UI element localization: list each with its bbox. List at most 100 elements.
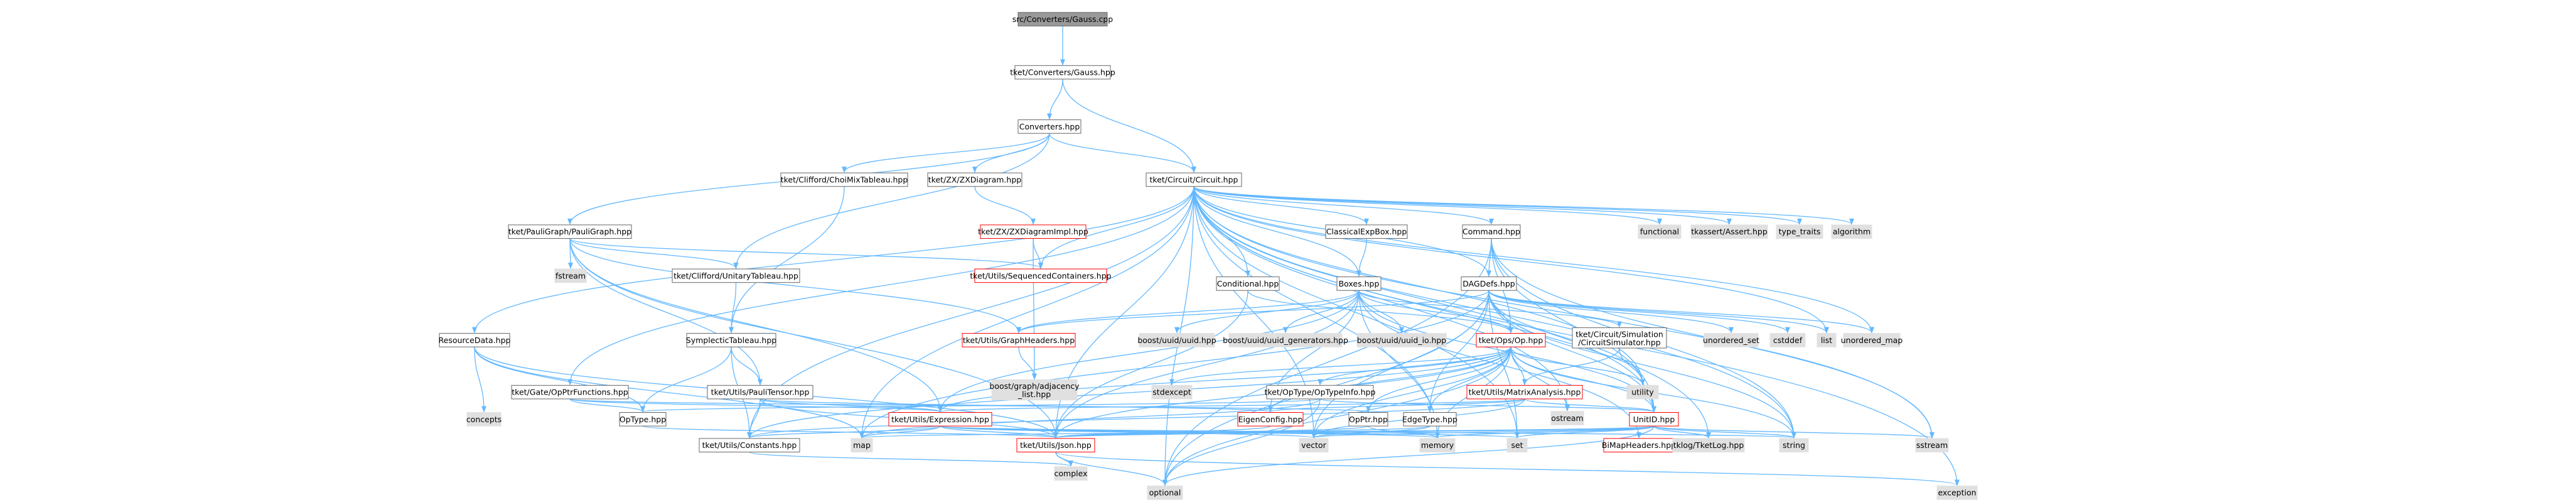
node-optional[interactable]: optional: [1147, 485, 1183, 500]
edge-dagdefs-to-graphheaders: [1016, 290, 1489, 334]
node-box-command: [1462, 224, 1521, 239]
node-edgetype[interactable]: EdgeType.hpp: [1402, 412, 1457, 427]
node-bimap[interactable]: BiMapHeaders.hpp: [1602, 438, 1676, 452]
node-classicalexp[interactable]: ClassicalExpBox.hpp: [1325, 224, 1408, 239]
node-list[interactable]: list: [1817, 333, 1837, 347]
node-uuid_io[interactable]: boost/uuid/uuid_io.hpp: [1356, 333, 1447, 347]
node-cstddef[interactable]: cstddef: [1769, 333, 1806, 347]
node-optype[interactable]: OpType.hpp: [619, 412, 667, 427]
node-choimix[interactable]: tket/Clifford/ChoiMixTableau.hpp: [780, 172, 908, 187]
node-zxdiagram[interactable]: tket/ZX/ZXDiagram.hpp: [927, 172, 1022, 187]
edge-graphheaders-to-adjlist: [1018, 347, 1037, 380]
node-box-memory: [1419, 438, 1456, 452]
node-optypeinfo[interactable]: tket/OpType/OpTypeInfo.hpp: [1265, 385, 1376, 400]
node-label-algorithm: algorithm: [1833, 227, 1870, 236]
node-fstream[interactable]: fstream: [554, 268, 587, 283]
node-constants[interactable]: tket/Utils/Constants.hpp: [699, 438, 800, 452]
edge-dagdefs-to-map: [859, 290, 1489, 439]
node-converters_hpp[interactable]: Converters.hpp: [1017, 119, 1081, 134]
node-unordered_set[interactable]: unordered_set: [1703, 333, 1759, 347]
node-opptrfuncs[interactable]: tket/Gate/OpPtrFunctions.hpp: [511, 385, 629, 400]
node-box-adjlist: [991, 379, 1078, 401]
edge-op_hpp-to-expression: [938, 347, 1511, 413]
node-tketlog[interactable]: tklog/TketLog.hpp: [1672, 438, 1745, 452]
node-tkassert[interactable]: tkassert/Assert.hpp: [1690, 224, 1768, 239]
node-sstream[interactable]: sstream: [1915, 438, 1949, 452]
node-gauss_hpp[interactable]: tket/Converters/Gauss.hpp: [1010, 65, 1115, 80]
node-opptr[interactable]: OpPtr.hpp: [1348, 412, 1388, 427]
node-graphheaders[interactable]: tket/Utils/GraphHeaders.hpp: [962, 333, 1076, 347]
node-complex[interactable]: complex: [1054, 466, 1088, 481]
node-conditional[interactable]: Conditional.hpp: [1216, 276, 1280, 291]
edge-circuit_hpp-to-functional: [1193, 186, 1662, 225]
node-box-sstream: [1915, 438, 1949, 452]
node-box-boxes: [1336, 276, 1382, 291]
node-expression[interactable]: tket/Utils/Expression.hpp: [888, 412, 992, 427]
node-unordered_map[interactable]: unordered_map: [1841, 333, 1903, 347]
node-command[interactable]: Command.hpp: [1462, 224, 1521, 239]
node-memory[interactable]: memory: [1419, 438, 1456, 452]
node-type_traits[interactable]: type_traits: [1776, 224, 1823, 239]
edge-paulitensor-to-expression: [759, 398, 943, 413]
node-box-zxdiagram: [927, 172, 1022, 187]
node-unitid[interactable]: UnitID.hpp: [1629, 412, 1679, 427]
node-label-boxes: Boxes.hpp: [1339, 279, 1380, 288]
node-box-list: [1817, 333, 1837, 347]
node-paulitensor[interactable]: tket/Utils/PauliTensor.hpp: [707, 385, 813, 400]
node-unitarytab[interactable]: tket/Clifford/UnitaryTableau.hpp: [672, 268, 800, 283]
edge-dagdefs-to-utility: [1488, 290, 1645, 386]
node-seqcont[interactable]: tket/Utils/SequencedContainers.hpp: [970, 268, 1112, 283]
node-resourcedata[interactable]: ResourceData.hpp: [439, 333, 511, 347]
node-label-set: set: [1511, 440, 1523, 450]
node-paulgraph[interactable]: tket/PauliGraph/PauliGraph.hpp: [508, 224, 632, 239]
node-label-converters_hpp: Converters.hpp: [1019, 122, 1080, 131]
edge-optypeinfo-to-optype: [641, 398, 1321, 413]
node-label-string: string: [1783, 440, 1805, 450]
edge-matrixanalysis-to-eigenconfig: [1268, 398, 1525, 413]
edge-unitid-to-set: [1515, 425, 1655, 439]
node-exception[interactable]: exception: [1936, 485, 1978, 500]
node-label-stdexcept: stdexcept: [1152, 388, 1191, 397]
edge-circuit_hpp-to-unordered_map: [1193, 186, 1874, 334]
node-uuid[interactable]: boost/uuid/uuid.hpp: [1137, 333, 1216, 347]
node-symplectic[interactable]: SymplecticTableau.hpp: [686, 333, 776, 347]
node-boxes[interactable]: Boxes.hpp: [1336, 276, 1382, 291]
node-matrixanalysis[interactable]: tket/Utils/MatrixAnalysis.hpp: [1466, 385, 1583, 400]
edge-circuit_hpp-to-resourcedata: [472, 186, 1194, 334]
edge-converters_hpp-to-choimix: [842, 133, 1050, 173]
node-box-op_hpp: [1476, 333, 1546, 347]
node-json[interactable]: tket/Utils/Json.hpp: [1016, 438, 1095, 452]
node-op_hpp[interactable]: tket/Ops/Op.hpp: [1476, 333, 1546, 347]
node-set[interactable]: set: [1506, 438, 1528, 452]
node-circuit_hpp[interactable]: tket/Circuit/Circuit.hpp: [1146, 172, 1242, 187]
node-utility[interactable]: utility: [1626, 385, 1659, 400]
node-zximpl[interactable]: tket/ZX/ZXDiagramImpl.hpp: [978, 224, 1088, 239]
node-stdexcept[interactable]: stdexcept: [1151, 385, 1193, 400]
node-algorithm[interactable]: algorithm: [1831, 224, 1872, 239]
node-box-unordered_map: [1843, 333, 1901, 347]
node-circsim[interactable]: tket/Circuit/Simulation/CircuitSimulator…: [1572, 327, 1667, 349]
node-map[interactable]: map: [851, 438, 873, 452]
edge-boxes-to-op_hpp: [1358, 290, 1513, 334]
node-functional[interactable]: functional: [1638, 224, 1682, 239]
node-gauss_cpp[interactable]: src/Converters/Gauss.cpp: [1012, 12, 1114, 26]
edge-unitid-to-vector: [1311, 425, 1655, 439]
node-label-command: Command.hpp: [1462, 227, 1520, 236]
node-box-gauss_cpp: [1017, 12, 1108, 26]
node-string[interactable]: string: [1779, 438, 1809, 452]
node-dagdefs[interactable]: DAGDefs.hpp: [1461, 276, 1517, 291]
node-eigenconfig[interactable]: EigenConfig.hpp: [1237, 412, 1304, 427]
node-concepts[interactable]: concepts: [466, 412, 502, 427]
node-adjlist[interactable]: boost/graph/adjacency_list.hpp: [989, 379, 1080, 401]
node-ostream[interactable]: ostream: [1550, 411, 1584, 425]
node-uuid_gen[interactable]: boost/uuid/uuid_generators.hpp: [1223, 333, 1348, 347]
edge-converters_hpp-to-zxdiagram: [972, 133, 1050, 173]
node-label-matrixanalysis: tket/Utils/MatrixAnalysis.hpp: [1469, 388, 1581, 397]
node-box-functional: [1638, 224, 1682, 239]
node-box-classicalexp: [1325, 224, 1408, 239]
node-vector[interactable]: vector: [1299, 438, 1329, 452]
node-box-string: [1779, 438, 1809, 452]
node-box-conditional: [1216, 276, 1280, 291]
node-box-opptrfuncs: [511, 385, 629, 400]
edge-paulgraph-to-seqcont: [569, 237, 1043, 270]
